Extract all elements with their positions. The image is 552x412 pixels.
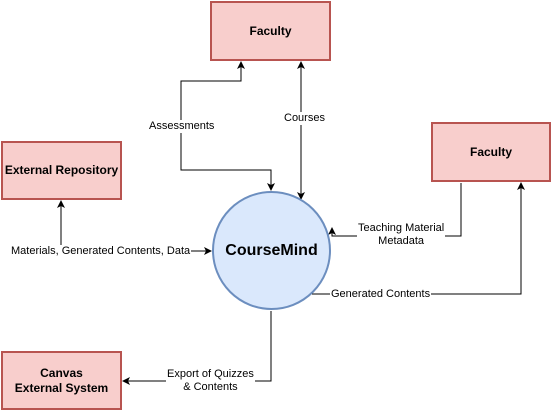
- canvas-external-system-entity: Canvas External System: [1, 351, 122, 410]
- materials-flow-label: Materials, Generated Contents, Data: [10, 245, 192, 258]
- faculty-entity-top-label: Faculty: [249, 23, 292, 38]
- faculty-entity-right-label: Faculty: [469, 144, 512, 159]
- external-repository-entity: External Repository: [1, 141, 122, 200]
- coursemind-process: CourseMind: [212, 191, 331, 310]
- teaching-material-flow-label: Teaching Material Metadata: [357, 222, 446, 248]
- external-repository-label: External Repository: [4, 163, 119, 177]
- coursemind-label: CourseMind: [225, 241, 318, 259]
- assessments-flow-label: Assessments: [148, 120, 216, 133]
- canvas-external-system-label: Canvas External System: [14, 365, 109, 395]
- courses-flow-label: Courses: [283, 112, 326, 125]
- generated-contents-flow-label: Generated Contents: [330, 288, 432, 301]
- export-flow-label: Export of Quizzes & Contents: [166, 368, 255, 394]
- faculty-entity-top: Faculty: [210, 1, 331, 61]
- faculty-entity-right: Faculty: [431, 122, 551, 182]
